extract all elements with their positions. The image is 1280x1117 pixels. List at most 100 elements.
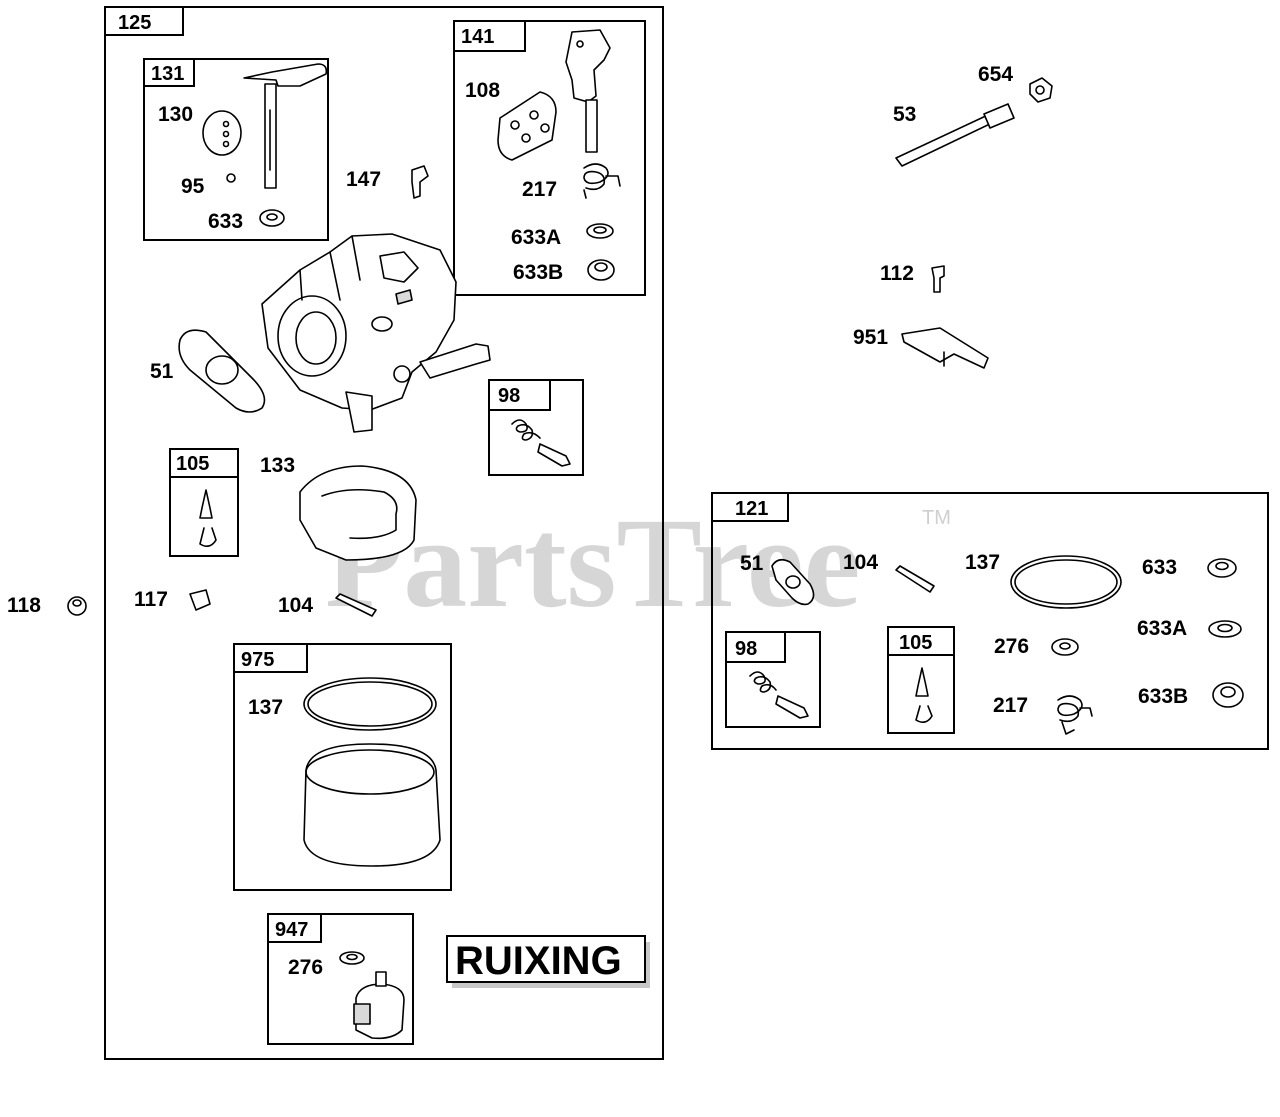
watermark-trademark: TM xyxy=(922,507,951,529)
group-105-kit-tag xyxy=(887,626,955,656)
plate-hole-3 xyxy=(222,140,230,148)
gasket-51-kit-bore xyxy=(785,575,801,589)
group-141-tag xyxy=(453,20,526,52)
washer-633-hole xyxy=(266,213,278,221)
screw-95-drawing xyxy=(226,173,236,183)
washer-276-drawing xyxy=(339,951,365,965)
o-ring-137-drawing xyxy=(303,677,437,731)
plate-108-hole-1 xyxy=(510,120,520,130)
nut-654-drawing xyxy=(1029,77,1053,103)
label-118: 118 xyxy=(7,594,41,617)
gasket-51-drawing xyxy=(178,329,266,413)
label-276-kit: 276 xyxy=(994,635,1029,658)
washer-633B-kit-hole xyxy=(1220,686,1236,698)
label-137-kit: 137 xyxy=(965,551,1000,574)
washer-633-kit-drawing xyxy=(1207,558,1237,578)
group-975-frame xyxy=(233,643,452,891)
washer-633-drawing xyxy=(259,209,285,227)
washer-633A-hole xyxy=(593,226,607,234)
gasket-51-bore xyxy=(205,355,239,385)
washer-633A-kit-hole xyxy=(1217,623,1233,633)
pin-104-kit-drawing xyxy=(895,565,935,593)
label-117: 117 xyxy=(134,588,168,611)
group-975-tag xyxy=(233,643,308,673)
needle-105-kit-drawing xyxy=(915,667,929,697)
float-bowl-drawing xyxy=(303,743,441,867)
label-633: 633 xyxy=(208,210,243,233)
plate-108-hole-2 xyxy=(529,110,539,120)
float-133-drawing xyxy=(299,465,417,561)
label-217: 217 xyxy=(522,178,557,201)
clip-105-kit-drawing xyxy=(915,705,933,724)
clip-105-drawing xyxy=(199,527,217,548)
part-117-drawing xyxy=(189,589,211,611)
label-104-kit: 104 xyxy=(843,551,878,574)
group-125-frame xyxy=(104,6,664,1060)
choke-lever-drawing xyxy=(565,29,611,103)
washer-633B-drawing xyxy=(587,259,615,281)
group-105-kit-number: 105 xyxy=(899,632,932,654)
washer-276-hole xyxy=(346,953,358,961)
screw-147-drawing xyxy=(411,165,429,199)
label-51: 51 xyxy=(150,360,174,383)
label-633-kit: 633 xyxy=(1142,556,1177,579)
group-141-number: 141 xyxy=(461,26,494,48)
label-654: 654 xyxy=(978,63,1013,86)
label-108: 108 xyxy=(465,79,500,102)
carburetor-body-drawing xyxy=(261,233,491,433)
stud-53-thread xyxy=(983,103,1015,129)
group-105-number: 105 xyxy=(176,453,209,475)
group-947-tag xyxy=(267,913,322,943)
group-141-frame xyxy=(453,20,646,296)
group-121-number: 121 xyxy=(735,498,768,520)
label-95: 95 xyxy=(181,175,205,198)
label-133: 133 xyxy=(260,454,295,477)
label-104: 104 xyxy=(278,594,313,617)
label-633B-kit: 633B xyxy=(1138,685,1188,708)
washer-276-kit-drawing xyxy=(1051,638,1079,656)
plate-hole-1 xyxy=(222,120,230,128)
washer-276-kit-hole xyxy=(1059,642,1071,650)
spring-98-drawing xyxy=(511,419,541,441)
o-ring-137-kit-drawing xyxy=(1010,555,1122,609)
washer-633A-drawing xyxy=(586,223,614,239)
label-137: 137 xyxy=(248,696,283,719)
washer-633A-kit-drawing xyxy=(1208,620,1242,638)
solenoid-connector xyxy=(353,1003,371,1025)
nut-654-hole xyxy=(1035,85,1045,95)
spring-217-kit-drawing xyxy=(1057,695,1093,735)
pin-104-drawing xyxy=(335,593,377,617)
plate-108-drawing xyxy=(497,91,557,161)
o-ring-137-kit-inner xyxy=(1014,559,1118,605)
choke-lever-hole xyxy=(576,40,584,48)
label-51-kit: 51 xyxy=(740,552,764,575)
group-131-frame xyxy=(143,58,329,241)
spring-217-drawing xyxy=(583,163,621,199)
float-bowl-rim xyxy=(305,749,435,795)
group-98-tag xyxy=(488,379,551,411)
plate-108-hole-4 xyxy=(540,123,550,133)
spring-98-kit-drawing xyxy=(749,671,777,693)
label-633A: 633A xyxy=(511,226,561,249)
part-118-hole xyxy=(72,599,82,607)
label-951: 951 xyxy=(853,326,888,349)
brand-label: RUIXING xyxy=(455,939,622,983)
o-ring-137-inner xyxy=(307,681,433,727)
bracket-951-drawing xyxy=(901,327,989,369)
solenoid-stem xyxy=(375,971,387,987)
group-105-tag xyxy=(169,448,239,478)
group-98-kit-number: 98 xyxy=(735,638,757,660)
group-125-number: 125 xyxy=(118,12,151,34)
group-947-number: 947 xyxy=(275,919,308,941)
screw-98-drawing xyxy=(537,443,571,467)
float-inner xyxy=(321,488,398,540)
gasket-51-kit-drawing xyxy=(771,558,815,606)
brand-box xyxy=(446,935,646,983)
label-633A-kit: 633A xyxy=(1137,617,1187,640)
group-121-tag xyxy=(711,492,789,522)
group-125-tag xyxy=(104,6,184,36)
plate-hole-2 xyxy=(222,130,230,138)
group-121-frame xyxy=(711,492,1269,750)
plate-108-hole-3 xyxy=(521,133,531,143)
